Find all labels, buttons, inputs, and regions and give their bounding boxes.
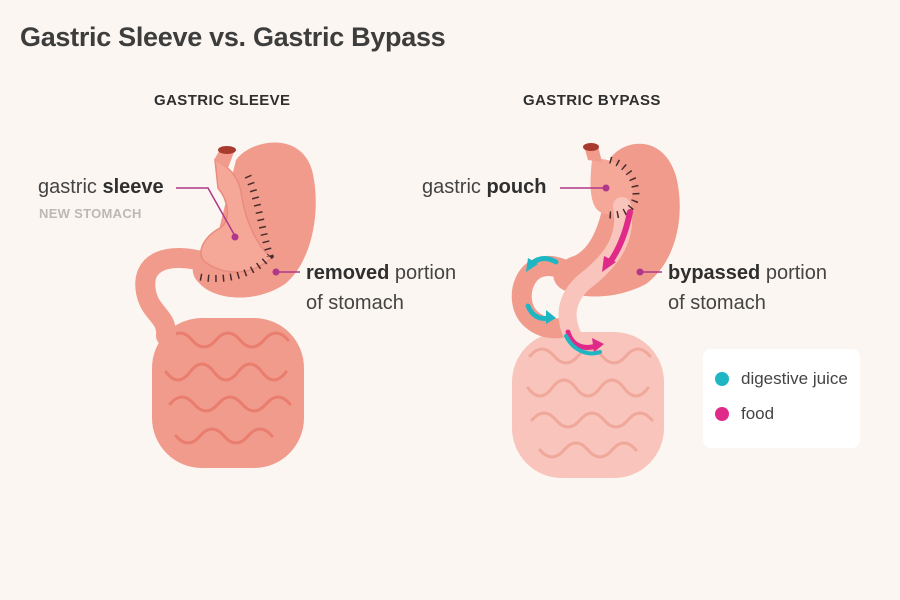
legend-item-food: food [715, 404, 774, 424]
sleeve-heading: GASTRIC SLEEVE [154, 92, 291, 109]
new-stomach-label: NEW STOMACH [39, 206, 142, 221]
food-dot-icon [715, 407, 729, 421]
pouch-label-bold: pouch [486, 176, 547, 198]
pouch-label: gastric pouch [422, 172, 546, 202]
bypassed-label-bold: bypassed [668, 262, 761, 284]
sleeve-staple-line [195, 174, 274, 282]
sleeve-removed-portion [192, 142, 316, 298]
sleeve-duodenum [135, 247, 215, 346]
bypass-staple-line [603, 156, 640, 219]
sleeve-label-bold: sleeve [102, 176, 164, 198]
legend-label: digestive juice [741, 369, 848, 388]
pouch-label-pre: gastric [422, 176, 487, 198]
bypassed-label-rest: portion [760, 262, 827, 284]
food-arrow-lower [565, 329, 599, 350]
bypass-heading: GASTRIC BYPASS [523, 92, 661, 109]
food-arrow [607, 209, 633, 265]
sleeve-intestine [152, 318, 304, 468]
removed-label: removed portion of stomach [306, 258, 456, 318]
bypass-biliary-limb [511, 256, 576, 339]
sleeve-leader [176, 187, 236, 237]
digestive-juice-dot-icon [715, 372, 729, 386]
juice-arrow-join [564, 334, 602, 356]
sleeve-label: gastric sleeve [38, 172, 164, 202]
bypassed-label-line2: of stomach [668, 292, 766, 314]
legend-item-digestive-juice: digestive juice [715, 369, 848, 389]
legend: digestive juice food [703, 349, 860, 448]
sleeve-label-pre: gastric [38, 176, 103, 198]
removed-label-bold: removed [306, 262, 390, 284]
legend-label: food [741, 404, 775, 423]
bypassed-label: bypassed portion of stomach [668, 258, 827, 318]
page-title: Gastric Sleeve vs. Gastric Bypass [20, 22, 446, 52]
removed-label-line2: of stomach [306, 292, 404, 314]
removed-label-rest: portion [389, 262, 457, 284]
